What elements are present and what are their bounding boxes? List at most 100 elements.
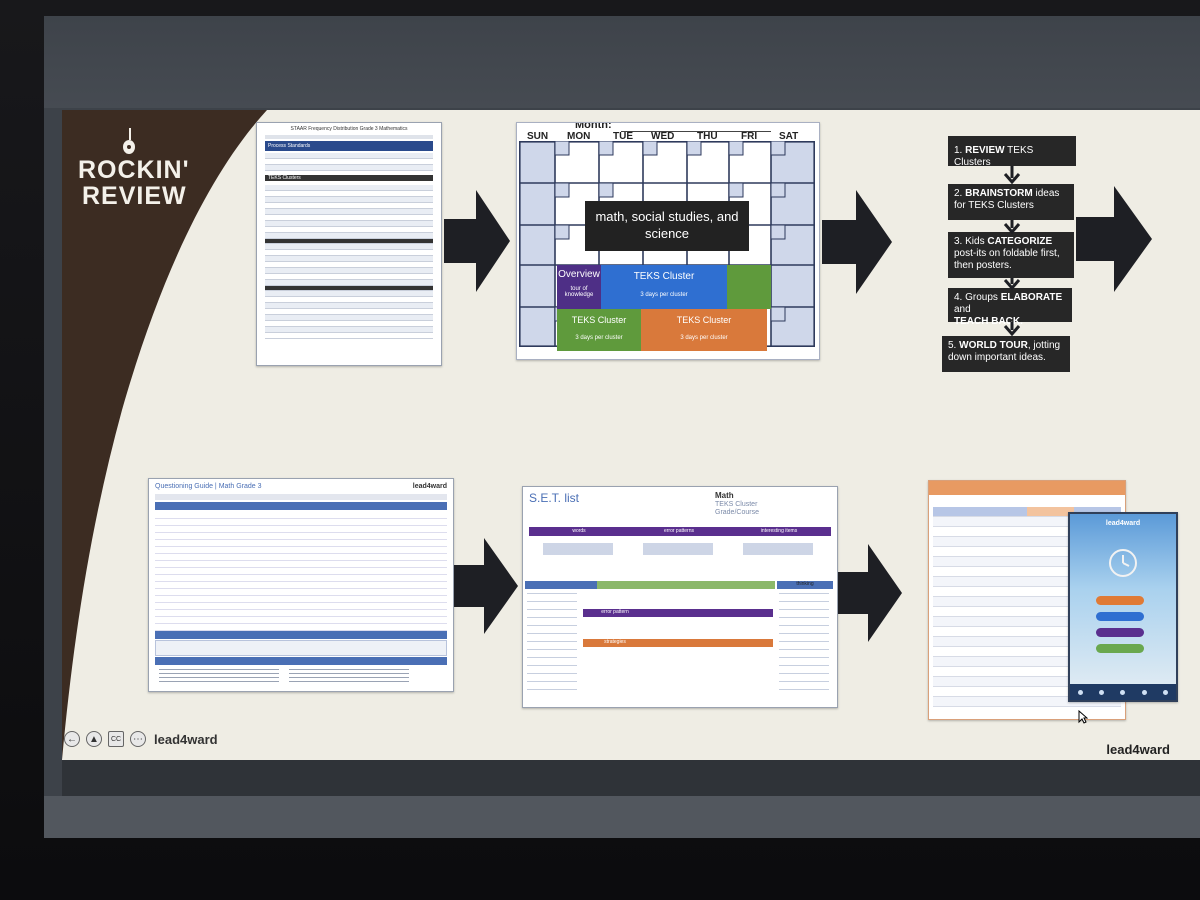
set-teks-line: TEKS Cluster [715, 501, 758, 508]
set-col-interesting: interesting items [760, 528, 798, 534]
doc-row [265, 297, 433, 303]
arrow-right-icon [454, 538, 518, 634]
table-row [933, 597, 1121, 607]
tab-icon[interactable] [1120, 689, 1126, 695]
step-3: 3. Kids CATEGORIZE post-its on foldable … [948, 232, 1074, 278]
doc-row [265, 291, 433, 297]
set-col-thinking: thinking [796, 581, 814, 587]
rockin-review-logo: ROCKIN' REVIEW [76, 128, 226, 218]
doc-title: STAAR Frequency Distribution Grade 3 Mat… [290, 126, 408, 132]
teks-cluster-top: TEKS Cluster 3 days per cluster [601, 265, 727, 311]
doc-row [265, 286, 433, 291]
table-row [933, 587, 1121, 597]
set-list-doc: S.E.T. list Math TEKS Cluster Grade/Cour… [522, 486, 838, 708]
questioning-guide-doc: Questioning Guide | Math Grade 3 lead4wa… [148, 478, 454, 692]
tab-icon[interactable] [1162, 689, 1168, 695]
question-row [155, 568, 447, 575]
table-row [933, 577, 1121, 587]
nav-lead4ward-logo: lead4ward [154, 731, 218, 747]
step-5: 5. WORLD TOUR, jotting down important id… [942, 336, 1070, 372]
questioning-guide-title: Questioning Guide | Math Grade 3 [155, 483, 262, 490]
set-col-strategies: strategies [604, 639, 626, 645]
doc-row [265, 215, 433, 221]
question-row [155, 610, 447, 617]
player-controls: ← ▲ CC ⋯ lead4ward [64, 728, 218, 750]
day-mon: MON [567, 131, 591, 142]
more-icon[interactable]: ⋯ [130, 731, 146, 747]
table-row [933, 667, 1121, 677]
app-button-orange[interactable] [1096, 596, 1144, 605]
doc-row [265, 327, 433, 333]
table-row [933, 677, 1121, 687]
question-row [155, 526, 447, 533]
question-row [155, 554, 447, 561]
tab-icon[interactable] [1099, 689, 1105, 695]
timer-icon [1109, 549, 1137, 577]
subjects-box: math, social studies, and science [585, 201, 749, 251]
table-row [933, 507, 1121, 517]
arrow-right-icon [1076, 186, 1152, 292]
guitar-icon [123, 128, 135, 154]
doc-row [265, 197, 433, 203]
question-row [155, 582, 447, 589]
question-row [155, 617, 447, 624]
doc-row [265, 244, 433, 250]
table-row [933, 647, 1121, 657]
mouse-cursor-icon [1078, 710, 1088, 724]
set-list-title: S.E.T. list [529, 491, 580, 505]
question-row [155, 575, 447, 582]
set-col-error-patterns: error patterns [663, 528, 694, 534]
tab-icon[interactable] [1141, 689, 1147, 695]
teks-cluster-bottom-left: TEKS Cluster 3 days per cluster [557, 309, 641, 351]
table-row [933, 547, 1121, 557]
taskbar-strip [44, 796, 1200, 838]
doc-row [265, 280, 433, 286]
arrow-right-icon [838, 544, 902, 642]
table-row [933, 617, 1121, 627]
table-row [933, 637, 1121, 647]
question-row [155, 540, 447, 547]
table-row [933, 537, 1121, 547]
question-rows [155, 512, 447, 638]
back-icon[interactable]: ← [64, 731, 80, 747]
table-row [933, 657, 1121, 667]
cc-icon[interactable]: CC [108, 731, 124, 747]
question-row [155, 519, 447, 526]
app-button-purple[interactable] [1096, 628, 1144, 637]
question-row [155, 561, 447, 568]
table-row [933, 697, 1121, 707]
home-icon[interactable]: ▲ [86, 731, 102, 747]
app-button-blue[interactable] [1096, 612, 1144, 621]
doc-row [265, 268, 433, 274]
lead4ward-mini-logo: lead4ward [412, 483, 447, 490]
calendar-month-label: Month: [575, 122, 612, 131]
lead4ward-logo: lead4ward [1106, 742, 1170, 757]
doc-rows [265, 185, 433, 339]
table-row [933, 557, 1121, 567]
doc-row [265, 315, 433, 321]
calendar-template: Month: SUN MON TUE WED THU FRI SAT [516, 122, 820, 360]
teks-cluster-bottom-right: TEKS Cluster 3 days per cluster [641, 309, 767, 351]
presentation-slide: ROCKIN' REVIEW STAAR Frequency Distribut… [62, 110, 1200, 760]
green-cell [727, 265, 771, 309]
doc-row [265, 309, 433, 315]
overview-cell: Overview tour of knowledge [557, 265, 601, 311]
set-col-words: words [572, 528, 586, 534]
table-row [933, 687, 1121, 697]
doc-row [265, 203, 433, 209]
doc-row [265, 239, 433, 244]
doc-row [265, 262, 433, 268]
doc-row [265, 233, 433, 239]
day-fri: FRI [741, 131, 758, 142]
clusters-bar: TEKS Clusters [265, 175, 433, 181]
doc-row [265, 321, 433, 327]
table-row [933, 527, 1121, 537]
question-row [155, 547, 447, 554]
doc-row [265, 227, 433, 233]
app-button-green[interactable] [1096, 644, 1144, 653]
tab-icon[interactable] [1078, 689, 1084, 695]
doc-row [265, 191, 433, 197]
question-row [155, 596, 447, 603]
question-row [155, 603, 447, 610]
step-1: 1. REVIEW TEKS Clusters [948, 136, 1076, 168]
